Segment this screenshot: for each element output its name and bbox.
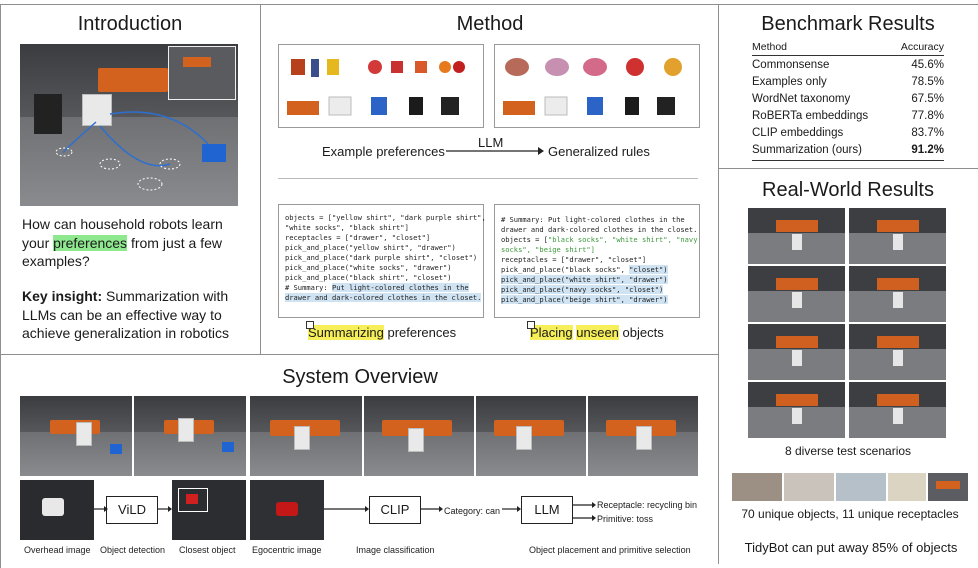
intro-inset-photo: [168, 46, 236, 100]
generalized-rules-label: Generalized rules: [548, 144, 650, 159]
real-world-title: Real-World Results: [762, 179, 934, 201]
method-generalized-box: [494, 44, 700, 128]
generalized-objects-and-receptacles: [503, 58, 682, 116]
closest-object-image: [172, 480, 246, 540]
divider-right: [718, 168, 978, 169]
caption-egocentric: Egocentric image: [252, 545, 322, 555]
primitive-label: Primitive: toss: [597, 514, 654, 524]
introduction-title: Introduction: [77, 13, 183, 35]
intro-insight: Key insight: Summarization with LLMs can…: [22, 288, 230, 341]
divider-top-1: [260, 4, 261, 354]
preferences-highlight: preferences: [53, 234, 128, 251]
llm-box: LLM: [521, 496, 573, 524]
scenario-grid: [748, 208, 948, 438]
benchmark-header: Method Accuracy: [752, 41, 944, 56]
benchmark-title: Benchmark Results: [761, 13, 935, 35]
objects-caption: 70 unique objects, 11 unique receptacles: [741, 507, 959, 521]
caption-marker-left: [306, 321, 314, 329]
example-preferences-label: Example preferences: [322, 144, 445, 159]
intro-room-photo: [20, 44, 238, 206]
receptacle-label: Receptacle: recycling bin: [597, 500, 698, 510]
system-flow-arrows: [94, 502, 596, 521]
caption-detection: Object detection: [100, 545, 166, 555]
caption-closest: Closest object: [179, 545, 236, 555]
intro-path-arrows: [55, 111, 209, 191]
caption-marker-right: [527, 321, 535, 329]
vild-box: ViLD: [106, 496, 158, 524]
divider-frame-left: [0, 4, 1, 568]
method-example-box: [278, 44, 484, 128]
overhead-image: [20, 480, 94, 540]
category-label: Category: can: [444, 506, 501, 516]
summarizing-caption: Summarizing preferences: [308, 325, 457, 340]
system-frames-strip: [20, 396, 698, 476]
divider-mid: [0, 354, 718, 355]
caption-placement: Object placement and primitive selection: [529, 545, 691, 555]
divider-method-inner: [278, 178, 698, 179]
caption-overhead: Overhead image: [24, 545, 91, 555]
placing-code-box: # Summary: Put light-colored clothes in …: [494, 204, 700, 318]
objects-strip: [732, 473, 968, 501]
llm-arrow: [446, 147, 544, 155]
llm-arrow-label: LLM: [478, 135, 504, 150]
placing-code: # Summary: Put light-colored clothes in …: [501, 215, 698, 304]
placing-caption: Placing unseen objects: [530, 325, 664, 340]
intro-question: How can household robots learn your pref…: [22, 216, 223, 269]
method-title: Method: [456, 13, 524, 35]
divider-frame-top: [0, 4, 978, 5]
scenarios-caption: 8 diverse test scenarios: [784, 444, 912, 458]
summarize-code-box: objects = ["yellow shirt", "dark purple …: [278, 204, 486, 318]
tidybot-caption: TidyBot can put away 85% of objects: [744, 540, 958, 555]
example-objects-and-receptacles: [287, 59, 465, 116]
caption-classification: Image classification: [356, 545, 435, 555]
system-overview-title: System Overview: [282, 366, 438, 388]
clip-box: CLIP: [369, 496, 421, 524]
egocentric-image: [250, 480, 324, 540]
table-row-ours: Summarization (ours)91.2%: [752, 144, 944, 161]
divider-top-2: [718, 4, 719, 564]
summarize-code: objects = ["yellow shirt", "dark purple …: [285, 213, 486, 302]
